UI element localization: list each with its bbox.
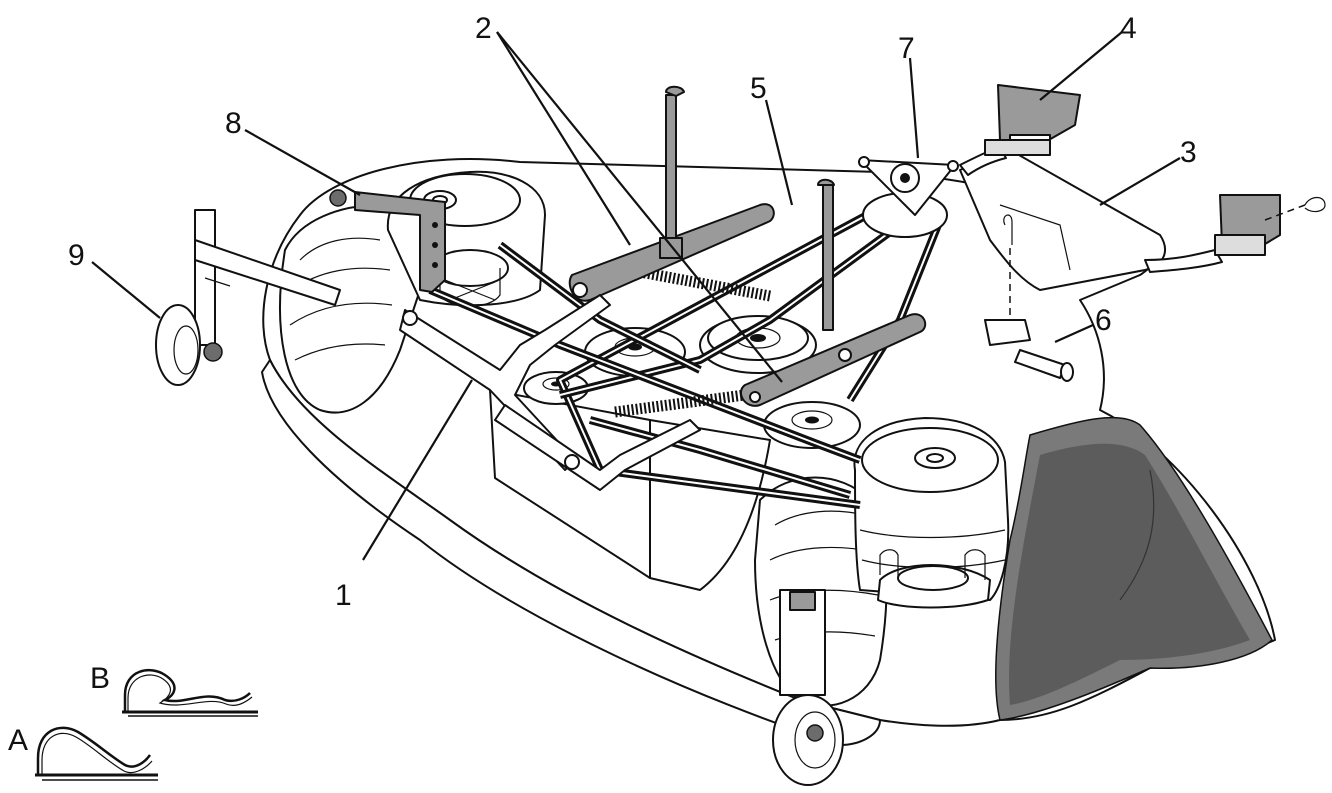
idler-arm-lower (740, 313, 927, 407)
lower-pivot-bracket (1214, 194, 1326, 256)
leader-8 (244, 129, 361, 196)
clevis-pin-and-hairpin (984, 214, 1074, 382)
left-gauge-wheel-assembly (155, 209, 341, 386)
pin-label-b: B (90, 662, 110, 695)
belt-tension-pulley-cover (858, 156, 959, 238)
callout-4: 4 (1120, 12, 1137, 45)
leader-7 (908, 57, 920, 159)
hairpin-clip-a: A (8, 724, 158, 781)
leader-9 (91, 261, 161, 319)
callout-5: 5 (750, 72, 767, 105)
rear-hitch-arm (959, 147, 1223, 291)
callout-2: 2 (475, 12, 492, 45)
center-pulley (699, 315, 817, 374)
front-hanger-bracket (399, 294, 701, 491)
upper-pivot-bracket (984, 84, 1081, 156)
callout-1: 1 (335, 579, 352, 612)
hairpin-clip-b: B (90, 662, 258, 717)
leader-lines (91, 31, 1181, 561)
callout-9: 9 (68, 239, 85, 272)
callout-8: 8 (225, 107, 242, 140)
front-gauge-wheel-assembly (772, 589, 844, 786)
leader-3 (1099, 157, 1181, 206)
pin-label-a: A (8, 724, 28, 757)
leader-2a (496, 31, 631, 246)
leader-5 (764, 99, 794, 206)
leader-6 (1054, 323, 1094, 344)
callout-labels: 1 2 3 4 5 6 7 8 9 (68, 12, 1197, 612)
rear-bracket (329, 189, 446, 293)
lift-rods (659, 85, 835, 331)
callout-3: 3 (1180, 136, 1197, 169)
callout-6: 6 (1095, 304, 1112, 337)
leader-4 (1039, 31, 1123, 101)
leader-1 (362, 379, 473, 561)
right-mandrel-housing (853, 417, 1010, 609)
idler-springs (614, 266, 771, 418)
leader-2b (496, 31, 783, 383)
discharge-chute (995, 416, 1273, 721)
callout-7: 7 (898, 32, 915, 65)
